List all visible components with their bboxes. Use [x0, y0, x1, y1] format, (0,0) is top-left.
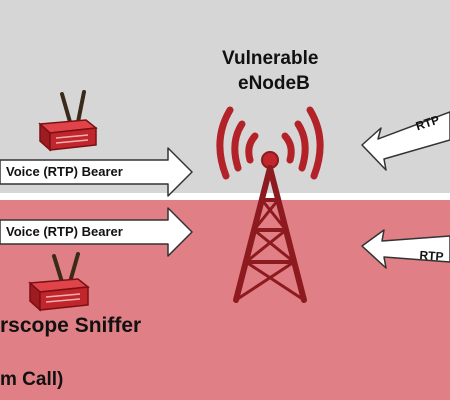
zone-divider [0, 193, 450, 200]
bottom-bearer-label: Voice (RTP) Bearer [6, 224, 123, 239]
bottom-bearer-arrow [0, 207, 193, 257]
rtp-bottom-label: RTP [419, 248, 444, 264]
tower-label-line1: Vulnerable [222, 48, 319, 69]
signal-waves-icon [216, 106, 324, 180]
enodeb-tower-icon [233, 151, 307, 303]
top-bearer-label: Voice (RTP) Bearer [6, 164, 123, 179]
sniffer-router-icon [28, 252, 90, 312]
call-label: m Call) [0, 369, 64, 390]
top-bearer-arrow [0, 147, 193, 197]
top-router-icon [38, 90, 98, 152]
sniffer-label: rscope Sniffer [0, 314, 142, 337]
rtp-arrow-bottom [361, 229, 450, 269]
tower-label-line2: eNodeB [238, 73, 310, 94]
rtp-arrow-top [361, 111, 450, 171]
